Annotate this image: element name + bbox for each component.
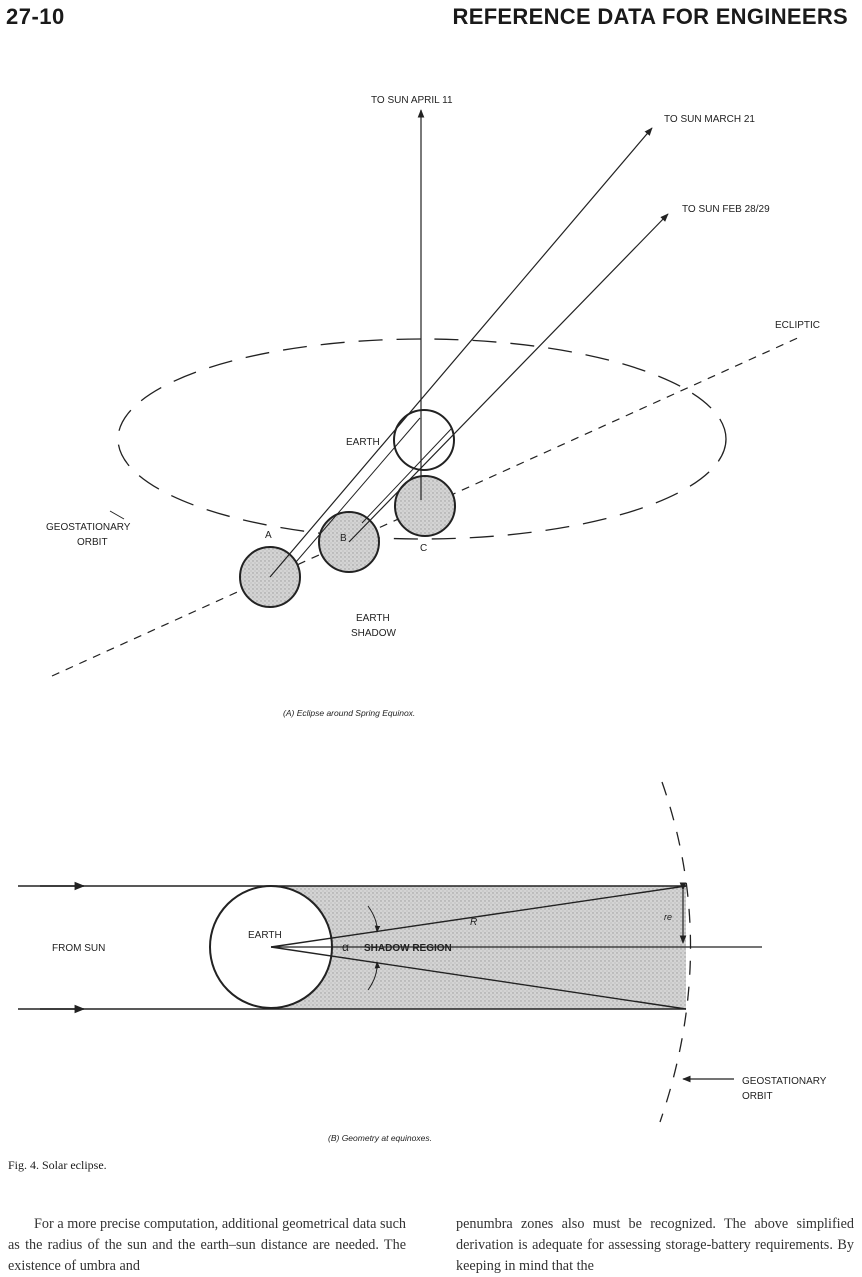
angle-arc-top: [367, 905, 381, 933]
left-column-paragraph: For a more precise computation, addition…: [8, 1216, 406, 1274]
label-from-sun: FROM SUN: [52, 943, 105, 954]
label-orbit-b: ORBIT: [742, 1091, 773, 1102]
label-orbit: ORBIT: [77, 537, 108, 548]
label-to-sun-march: TO SUN MARCH 21: [664, 114, 755, 125]
label-shadow-region: SHADOW REGION: [364, 943, 452, 954]
shadow-line-b: [361, 427, 453, 524]
label-earth-shadow-2: SHADOW: [351, 628, 397, 639]
figure-b-diagram: FROM SUN EARTH α SHADOW REGION R re GEOS…: [18, 781, 827, 1143]
label-earth: EARTH: [346, 437, 380, 448]
label-point-b: B: [340, 533, 347, 544]
running-title: REFERENCE DATA FOR ENGINEERS: [452, 4, 848, 29]
label-geostationary: GEOSTATIONARY: [46, 522, 131, 533]
geostationary-orbit-ellipse: [117, 338, 727, 540]
label-point-a: A: [265, 530, 272, 541]
right-column-paragraph: penumbra zones also must be recognized. …: [456, 1216, 854, 1274]
earth-shadow-c: [394, 475, 456, 537]
cone-line-bottom: [270, 946, 687, 1010]
label-point-c: C: [420, 543, 427, 554]
label-to-sun-feb: TO SUN FEB 28/29: [682, 204, 770, 215]
label-alpha: α: [342, 940, 349, 954]
label-earth-shadow-1: EARTH: [356, 613, 390, 624]
body-text-left-column: For a more precise computation, addition…: [8, 1214, 406, 1277]
geo-pointer-a: [109, 510, 125, 520]
page-number: 27-10: [6, 4, 65, 29]
label-ecliptic: ECLIPTIC: [775, 320, 820, 331]
label-r-small: re: [664, 912, 672, 922]
solar-eclipse-figure: TO SUN APRIL 11 TO SUN MARCH 21 TO SUN F…: [18, 95, 827, 1143]
arrow-to-sun-march: [269, 127, 653, 578]
label-geostationary-b: GEOSTATIONARY: [742, 1076, 827, 1087]
figure-a-diagram: TO SUN APRIL 11 TO SUN MARCH 21 TO SUN F…: [46, 95, 820, 718]
body-text-right-column: penumbra zones also must be recognized. …: [456, 1214, 854, 1277]
cone-line-top: [270, 885, 687, 948]
earth-circle: [393, 409, 455, 471]
figure-a-caption: (A) Eclipse around Spring Equinox.: [283, 708, 415, 718]
shadow-line-a: [295, 417, 421, 563]
label-earth-b: EARTH: [248, 930, 282, 941]
angle-arc-bottom: [367, 961, 381, 991]
label-r-big: R: [470, 917, 477, 928]
label-to-sun-april: TO SUN APRIL 11: [371, 95, 453, 106]
figure-b-caption: (B) Geometry at equinoxes.: [328, 1133, 432, 1143]
geostationary-orbit-arc: [659, 781, 692, 1123]
figure-caption: Fig. 4. Solar eclipse.: [8, 1158, 107, 1172]
arrow-to-sun-feb: [348, 213, 669, 543]
